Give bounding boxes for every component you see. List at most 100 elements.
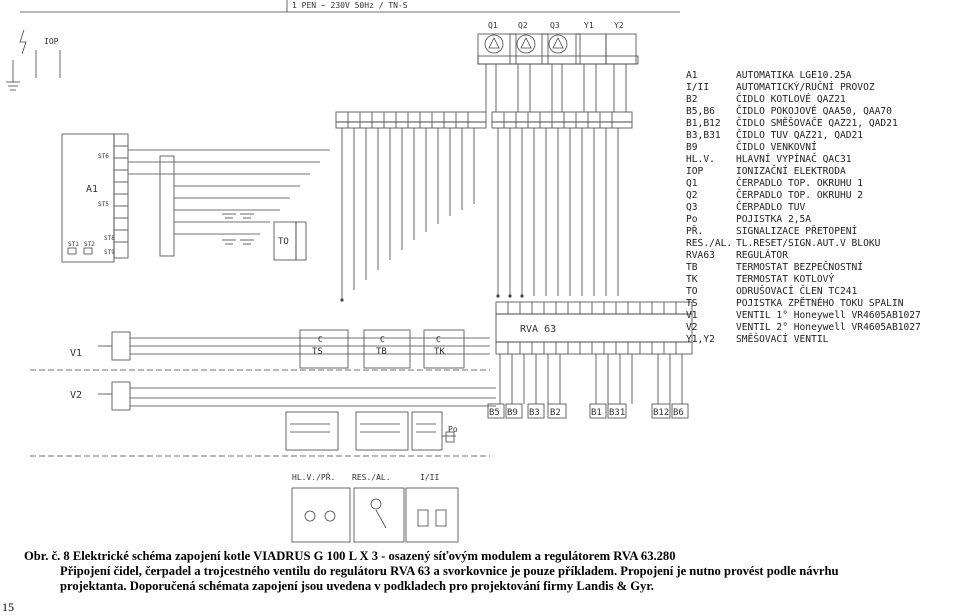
legend-text: AUTOMATICKÝ/RUČNÍ PROVOZ (736, 82, 875, 93)
legend-code: Q1 (686, 178, 698, 189)
legend-row: A1 AUTOMATIKA LGE10.25A (686, 70, 921, 82)
tb-c-label: C (380, 335, 385, 344)
legend-row: TO ODRUŠOVACÍ ČLEN TC241 (686, 286, 921, 298)
legend-row: Q2 ČERPADLO TOP. OKRUHU 2 (686, 190, 921, 202)
sensor-b31: B31 (609, 408, 625, 418)
legend-text: ODRUŠOVACÍ ČLEN TC241 (736, 286, 858, 297)
y2-label: Y2 (614, 21, 624, 30)
sensor-b3: B3 (529, 408, 540, 418)
to-label: TO (278, 237, 289, 247)
legend-text: POJISTKA 2,5A (736, 214, 812, 225)
legend-code: B2 (686, 94, 698, 105)
switch-hlv-label: HL.V./PŘ. (292, 471, 335, 482)
sensor-b12: B12 (653, 408, 669, 418)
legend-text: ČERPADLO TOP. OKRUHU 1 (736, 178, 864, 189)
legend-row: Y1,Y2 SMĚŠOVACÍ VENTIL (686, 334, 921, 346)
legend-text: TERMOSTAT BEZPEČNOSTNÍ (736, 262, 864, 273)
legend-row: B1,B12 ČIDLO SMĚŠOVAČE QAZ21, QAD21 (686, 118, 921, 130)
st6-label: ST6 (98, 153, 109, 160)
sensor-b6: B6 (673, 408, 684, 418)
y1-label: Y1 (584, 21, 594, 30)
caption-line-1: Obr. č. 8 Elektrické schéma zapojení kot… (24, 549, 676, 563)
switch-i-ii-label: I/II (420, 473, 439, 482)
legend-row: TK TERMOSTAT KOTLOVÝ (686, 274, 921, 286)
legend-code: TB (686, 262, 698, 273)
q2-label: Q2 (518, 21, 528, 30)
legend-code: B9 (686, 142, 698, 153)
caption-line-3: projektanta. Doporučená schémata zapojen… (60, 579, 654, 593)
legend-row: IOP IONIZAČNÍ ELEKTRODA (686, 166, 921, 178)
legend-code: IOP (686, 166, 704, 177)
legend-row: PŘ. SIGNALIZACE PŘETOPENÍ (686, 226, 921, 238)
legend-text: ČERPADLO TOP. OKRUHU 2 (736, 190, 864, 201)
legend-text: IONIZAČNÍ ELEKTRODA (736, 166, 846, 177)
legend-code: RVA63 (686, 250, 715, 261)
legend-text: ČIDLO KOTLOVÉ QAZ21 (736, 94, 846, 105)
legend-text: TL.RESET/SIGN.AUT.V BLOKU (736, 238, 881, 249)
legend-row: RVA63 REGULÁTOR (686, 250, 921, 262)
sensor-b9: B9 (507, 408, 518, 418)
st5-label: ST5 (98, 201, 109, 208)
legend-code: TS (686, 298, 698, 309)
legend-code: TO (686, 286, 698, 297)
legend-row: B9 ČIDLO VENKOVNÍ (686, 142, 921, 154)
legend-row: TS POJISTKA ZPĚTNÉHO TOKU SPALIN (686, 298, 921, 310)
switch-res-label: RES./AL. (352, 473, 391, 482)
legend-row: Q1 ČERPADLO TOP. OKRUHU 1 (686, 178, 921, 190)
legend-row: TB TERMOSTAT BEZPEČNOSTNÍ (686, 262, 921, 274)
legend-text: TERMOSTAT KOTLOVÝ (736, 274, 835, 285)
legend-text: SIGNALIZACE PŘETOPENÍ (736, 226, 858, 237)
legend-text: SMĚŠOVACÍ VENTIL (736, 334, 829, 345)
st2-label: ST2 (84, 241, 95, 248)
legend-row: I/II AUTOMATICKÝ/RUČNÍ PROVOZ (686, 82, 921, 94)
q3-label: Q3 (550, 21, 560, 30)
po-label: Po (448, 425, 458, 434)
legend-row: Po POJISTKA 2,5A (686, 214, 921, 226)
a1-label: A1 (86, 184, 98, 195)
legend-code: Y1,Y2 (686, 334, 715, 345)
v2-label: V2 (70, 390, 82, 401)
legend-row: V1 VENTIL 1° Honeywell VR4605AB1027 (686, 310, 921, 322)
legend-text: POJISTKA ZPĚTNÉHO TOKU SPALIN (736, 298, 904, 309)
legend-code: PŘ. (686, 226, 704, 237)
sensor-b5: B5 (489, 408, 500, 418)
page-number: 15 (2, 600, 14, 614)
legend-code: A1 (686, 70, 698, 81)
tk-label: TK (434, 347, 445, 357)
legend-code: Po (686, 214, 698, 225)
wiring-diagram: 1 PEN ~ 230V 50Hz / TN-S Q1 Q2 Q3 Y1 Y2 … (6, 0, 693, 543)
supply-label: 1 PEN ~ 230V 50Hz / TN-S (292, 1, 408, 10)
legend: A1 AUTOMATIKA LGE10.25A I/II AUTOMATICKÝ/RU… (686, 70, 921, 346)
legend-code: TK (686, 274, 698, 285)
ts-label: TS (312, 347, 323, 357)
legend-code: Q2 (686, 190, 698, 201)
legend-text: VENTIL 2° Honeywell VR4605AB1027 (736, 322, 921, 333)
sensor-b2: B2 (550, 408, 561, 418)
legend-code: V1 (686, 310, 698, 321)
ts-c-label: C (318, 335, 323, 344)
tk-c-label: C (436, 335, 441, 344)
tb-label: TB (376, 347, 387, 357)
iop-label: IOP (44, 37, 59, 46)
legend-text: AUTOMATIKA LGE10.25A (736, 70, 852, 81)
legend-text: REGULÁTOR (736, 250, 788, 261)
sensor-b1: B1 (591, 408, 602, 418)
legend-code: Q3 (686, 202, 698, 213)
legend-row: B2 ČIDLO KOTLOVÉ QAZ21 (686, 94, 921, 106)
v1-label: V1 (70, 348, 82, 359)
legend-text: HLAVNÍ VYPÍNAČ QAC31 (736, 154, 852, 165)
q1-label: Q1 (488, 21, 498, 30)
st9-label: ST9 (104, 249, 115, 256)
legend-code: B1,B12 (686, 118, 721, 129)
legend-code: I/II (686, 82, 710, 93)
st8-label: ST8 (104, 235, 115, 242)
legend-code: B5,B6 (686, 106, 715, 117)
legend-text: ČIDLO VENKOVNÍ (736, 142, 817, 153)
legend-text: VENTIL 1° Honeywell VR4605AB1027 (736, 310, 921, 321)
legend-text: ČIDLO SMĚŠOVAČE QAZ21, QAD21 (736, 118, 898, 129)
figure-caption: Obr. č. 8 Elektrické schéma zapojení kot… (24, 549, 960, 594)
